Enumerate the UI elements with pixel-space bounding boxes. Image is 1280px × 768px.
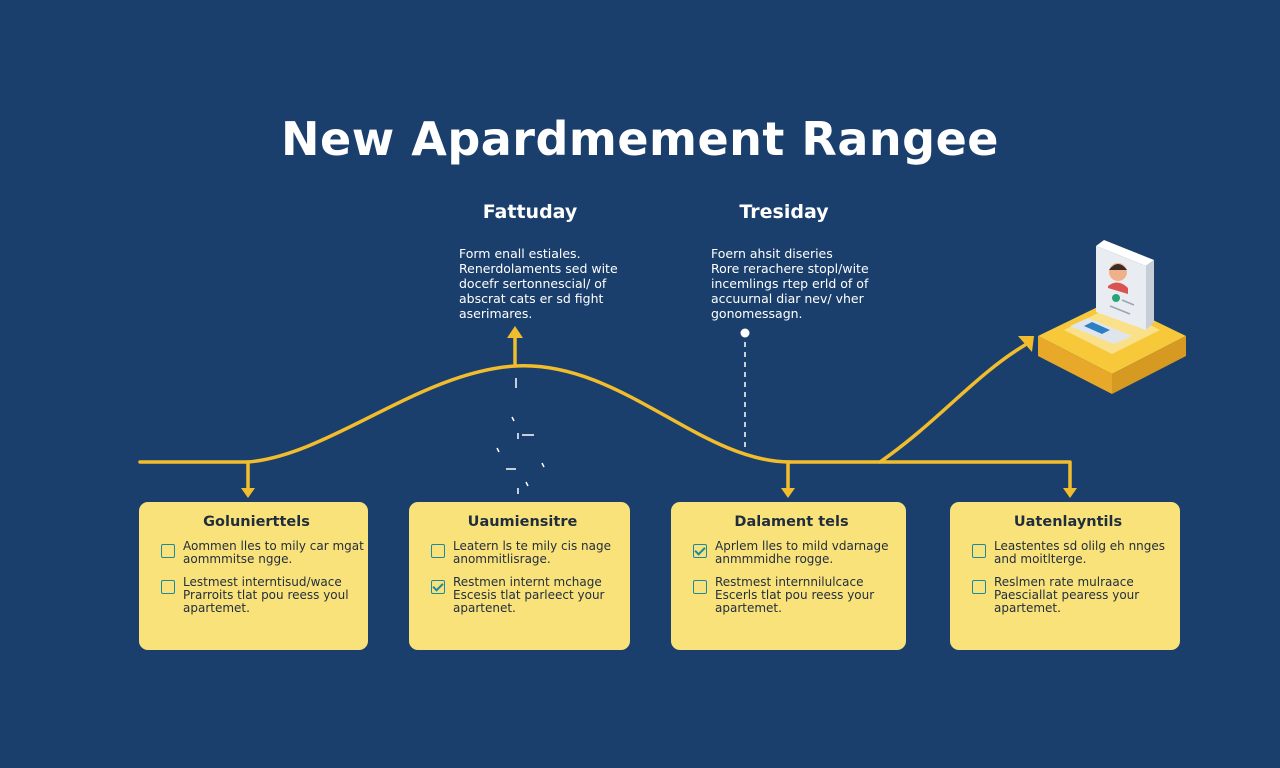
- checkbox-checked-icon[interactable]: [693, 544, 707, 558]
- arrow-up-icon: [507, 326, 523, 338]
- curve-line: [246, 364, 792, 464]
- checklist-item: Leatern ls te mily cis nage anommitlisra…: [431, 540, 614, 566]
- checkbox-icon[interactable]: [161, 544, 175, 558]
- phase-card-2: Uaumiensitre Leatern ls te mily cis nage…: [409, 502, 630, 650]
- checklist-item-text: Leastentes sd olilg eh nnges and moitlte…: [994, 540, 1165, 566]
- checkbox-icon[interactable]: [431, 544, 445, 558]
- checklist-item-text: Restmest internnilulcace Escerls tlat po…: [715, 576, 874, 615]
- phase-description-1: Form enall estiales. Renerdolaments sed …: [459, 246, 639, 321]
- checklist-line: Lestmest interntisud/wace: [183, 575, 342, 589]
- phase-description-2: Foern ahsit diseries Rore rerachere stop…: [711, 246, 891, 321]
- checklist-item-text: Reslmen rate mulraace Paesciallat peares…: [994, 576, 1139, 615]
- checklist-line: apartemet.: [715, 601, 782, 615]
- checklist-item: Restmest internnilulcace Escerls tlat po…: [693, 576, 890, 615]
- guide-dot: [740, 328, 750, 338]
- checklist-line: Restmen internt mchage: [453, 575, 602, 589]
- phase-title-2: Tresiday: [739, 201, 829, 223]
- phase-description-line: abscrat cats er sd fight: [459, 291, 604, 306]
- checklist-line: Prarroits tlat pou reess youl: [183, 588, 349, 602]
- isometric-device-icon: [1038, 240, 1186, 394]
- arrow-up-icon: [1018, 336, 1034, 352]
- card-title: Golunierttels: [203, 514, 310, 530]
- phase-description-line: incemlings rtep erld of of: [711, 276, 869, 291]
- phase-description-line: Renerdolaments sed wite: [459, 261, 618, 276]
- phase-description-line: Foern ahsit diseries: [711, 246, 833, 261]
- phase-description-line: Form enall estiales.: [459, 246, 581, 261]
- checklist-line: and moitlterge.: [994, 552, 1087, 566]
- checklist-item-text: Aommen lles to mily car mgat aommmitse n…: [183, 540, 364, 566]
- checklist-line: anommitlisrage.: [453, 552, 551, 566]
- arrow-down-icon: [241, 488, 255, 498]
- checklist-line: Aprlem lles to mild vdarnage: [715, 539, 889, 553]
- phase-card-4: Uatenlayntils Leastentes sd olilg eh nng…: [950, 502, 1180, 650]
- guide-dash: [511, 416, 515, 422]
- checkbox-icon[interactable]: [972, 580, 986, 594]
- checklist-line: Escerls tlat pou reess your: [715, 588, 875, 602]
- checklist-item-text: Aprlem lles to mild vdarnage anmmmidhe r…: [715, 540, 889, 566]
- checklist-line: apartemet.: [183, 601, 250, 615]
- baseline-line-right: [788, 460, 1072, 492]
- checklist-item: Restmen internt mchage Escesis tlat parl…: [431, 576, 614, 615]
- card-title: Uaumiensitre: [467, 514, 578, 530]
- checklist-line: Reslmen rate mulraace: [994, 575, 1134, 589]
- phase-description-line: Rore rerachere stopl/wite: [711, 261, 869, 276]
- checklist-item: Reslmen rate mulraace Paesciallat peares…: [972, 576, 1164, 615]
- card-title: Uatenlayntils: [1013, 514, 1123, 530]
- checklist-item: Leastentes sd olilg eh nnges and moitlte…: [972, 540, 1165, 566]
- checklist-item-text: Restmen internt mchage Escesis tlat parl…: [453, 576, 604, 615]
- page-title: New Apardmement Rangee: [281, 112, 999, 166]
- checklist-line: Leastentes sd olilg eh nnges: [994, 539, 1166, 553]
- phase-description-line: aserimares.: [459, 306, 533, 321]
- checkbox-icon[interactable]: [972, 544, 986, 558]
- checklist-item: Aommen lles to mily car mgat aommmitse n…: [161, 540, 364, 566]
- checklist-line: anmmmidhe rogge.: [715, 552, 834, 566]
- phase-title-1: Fattuday: [482, 201, 578, 223]
- checklist-line: Escesis tlat parleect your: [453, 588, 605, 602]
- arrow-down-icon: [781, 488, 795, 498]
- checkbox-icon[interactable]: [693, 580, 707, 594]
- arrow-down-icon: [1063, 488, 1077, 498]
- checklist-line: Paesciallat pearess your: [994, 588, 1140, 602]
- checklist-item-text: Lestmest interntisud/wace Prarroits tlat…: [183, 576, 349, 615]
- checklist-line: apartemet.: [994, 601, 1061, 615]
- checkbox-icon[interactable]: [161, 580, 175, 594]
- checklist-line: Aommen lles to mily car mgat: [183, 539, 364, 553]
- phase-card-1: Golunierttels Aommen lles to mily car mg…: [139, 502, 368, 650]
- checkbox-checked-icon[interactable]: [431, 580, 445, 594]
- checklist-item: Lestmest interntisud/wace Prarroits tlat…: [161, 576, 352, 615]
- checklist-line: aommmitse ngge.: [183, 552, 293, 566]
- checklist-item-text: Leatern ls te mily cis nage anommitlisra…: [453, 540, 611, 566]
- guide-dash: [496, 447, 500, 453]
- phase-description-line: accuurnal diar nev/ vher: [711, 291, 864, 306]
- phase-description-line: docefr sertonnescial/ of: [459, 276, 607, 291]
- phase-description-line: gonomessagn.: [711, 306, 803, 321]
- rising-line: [878, 343, 1027, 464]
- checklist-line: Leatern ls te mily cis nage: [453, 539, 611, 553]
- checklist-line: Restmest internnilulcace: [715, 575, 864, 589]
- card-title: Dalament tels: [734, 514, 849, 530]
- guide-dash: [541, 462, 545, 468]
- checklist-line: apartenet.: [453, 601, 516, 615]
- phase-card-3: Dalament tels Aprlem lles to mild vdarna…: [671, 502, 906, 650]
- guide-dash: [525, 481, 529, 487]
- checklist-item: Aprlem lles to mild vdarnage anmmmidhe r…: [693, 540, 890, 566]
